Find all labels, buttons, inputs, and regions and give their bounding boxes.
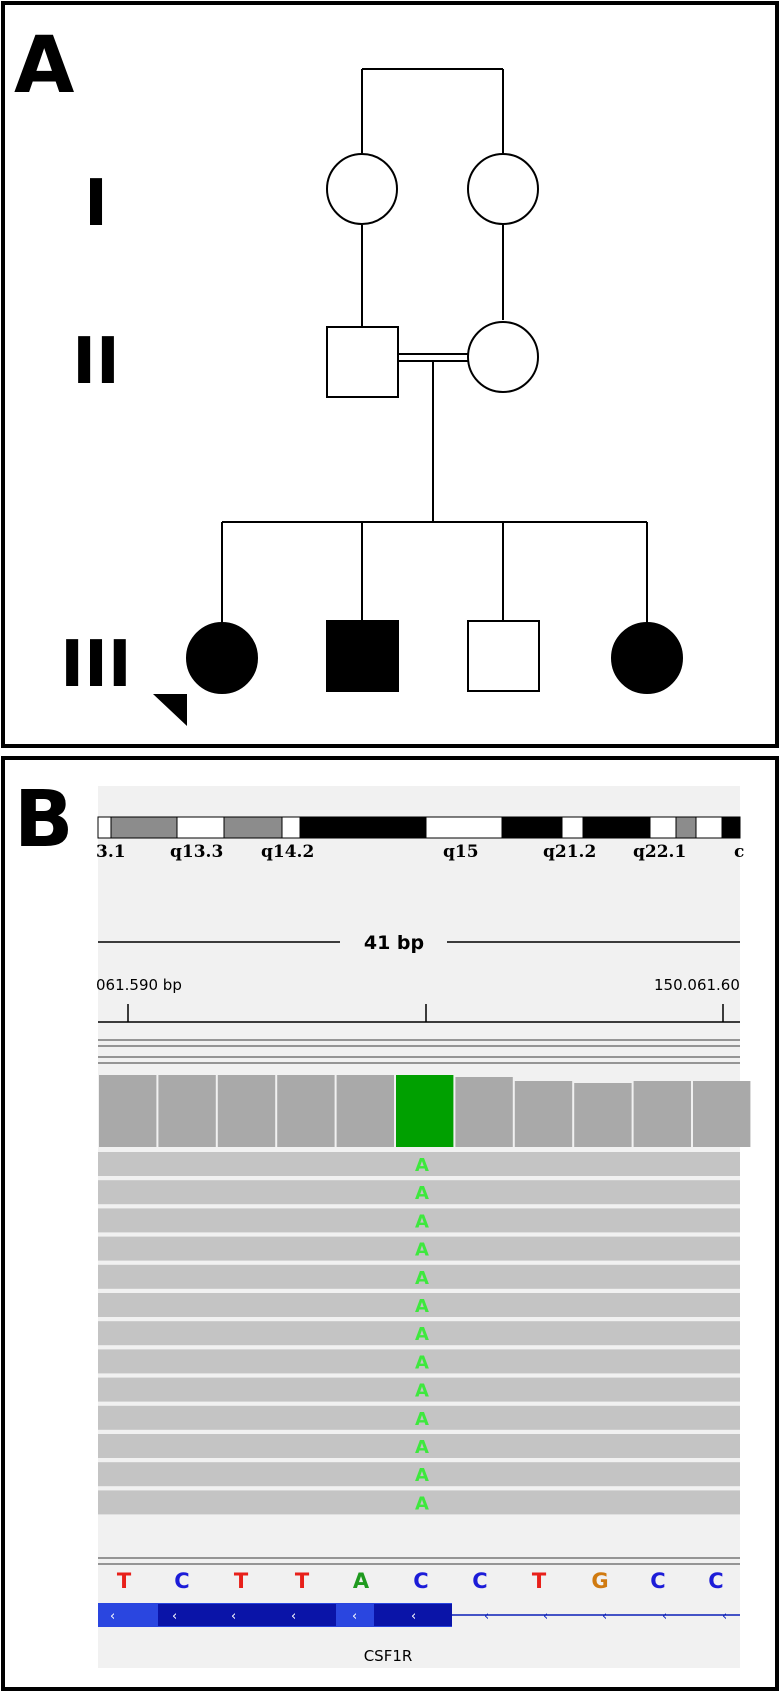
generation-1-female-left	[326, 153, 398, 225]
coverage-bar-5	[336, 1075, 394, 1147]
read-1	[98, 1152, 740, 1176]
read-variant-base-2: A	[415, 1183, 429, 1204]
sequence-separators	[98, 1557, 740, 1565]
read-variant-base-4: A	[415, 1240, 429, 1261]
coverage-bar-8	[514, 1081, 573, 1147]
reference-base-10: C	[650, 1569, 665, 1593]
read-2	[98, 1180, 740, 1205]
gene-exon-dark-1	[158, 1604, 336, 1626]
read-variant-base-3: A	[415, 1211, 429, 1232]
read-6	[98, 1293, 740, 1317]
gene-name-label: CSF1R	[364, 1647, 413, 1665]
cytoband-label-3: q15	[443, 842, 479, 862]
cytoband-label-0: 3.1	[96, 842, 126, 862]
panel-a-letter: A	[14, 21, 74, 111]
generation-2-father	[326, 326, 399, 398]
read-3	[98, 1208, 740, 1233]
strand-arrow-exon-4: ‹	[291, 1609, 296, 1624]
read-variant-base-11: A	[415, 1437, 429, 1458]
read-11	[98, 1434, 740, 1458]
strand-arrow-intron-1: ‹	[484, 1609, 489, 1624]
reference-base-5: A	[353, 1569, 370, 1593]
read-variant-base-7: A	[415, 1324, 429, 1345]
reference-base-2: C	[174, 1569, 189, 1593]
proband-arrow	[153, 694, 187, 726]
strand-arrow-intron-2: ‹	[543, 1609, 548, 1624]
read-variant-base-10: A	[415, 1409, 429, 1430]
reference-base-11: C	[708, 1569, 723, 1593]
read-variant-base-13: A	[415, 1493, 429, 1514]
reference-base-3: T	[234, 1569, 249, 1593]
strand-arrow-exon-5: ‹	[352, 1609, 357, 1624]
generation-3-affected-male	[326, 620, 399, 692]
cytoband-label-5: q22.1	[633, 842, 686, 862]
generation-2-mother	[467, 321, 539, 393]
coverage-bar-3	[217, 1075, 276, 1147]
coverage-bar-1	[99, 1075, 157, 1147]
coverage-bar-10	[633, 1081, 691, 1147]
coverage-track	[99, 1075, 751, 1147]
read-13	[98, 1490, 740, 1515]
strand-arrow-intron-3: ‹	[602, 1609, 607, 1624]
read-variant-base-1: A	[415, 1155, 429, 1176]
coverage-bar-11	[693, 1081, 751, 1147]
span-label: 41 bp	[364, 932, 424, 954]
coverage-bar-2	[158, 1075, 216, 1147]
strand-arrow-exon-2: ‹	[172, 1609, 177, 1624]
reference-base-8: T	[532, 1569, 547, 1593]
read-variant-base-8: A	[415, 1352, 429, 1373]
read-variant-base-9: A	[415, 1381, 429, 1402]
generation-1-female-right	[467, 153, 539, 225]
cytoband-label-6: c	[734, 842, 744, 862]
track-separators	[98, 1039, 740, 1064]
gene-strand-arrows: ‹ ‹ ‹ ‹ ‹ ‹ ‹ ‹ ‹ ‹ ‹	[110, 1609, 727, 1624]
read-12	[98, 1462, 740, 1487]
read-variant-base-12: A	[415, 1465, 429, 1486]
reference-base-1: T	[117, 1569, 132, 1593]
reference-base-7: C	[472, 1569, 487, 1593]
ruler-left-position: 061.590 bp	[96, 976, 182, 994]
read-variant-base-6: A	[415, 1296, 429, 1317]
cytoband-label-1: q13.3	[170, 842, 223, 862]
coverage-bar-7	[455, 1077, 513, 1147]
read-10	[98, 1405, 740, 1430]
coverage-bar-6	[396, 1075, 454, 1147]
gene-exon-dark-2	[374, 1604, 452, 1626]
strand-arrow-intron-5: ‹	[722, 1609, 727, 1624]
strand-arrow-exon-1: ‹	[110, 1609, 115, 1624]
coverage-bar-4	[277, 1075, 335, 1147]
generation-label-3: III	[60, 628, 131, 702]
ruler-axis	[98, 1004, 740, 1023]
generation-3-affected-female-proband	[186, 622, 258, 694]
reference-base-4: T	[295, 1569, 310, 1593]
strand-arrow-intron-4: ‹	[662, 1609, 667, 1624]
read-variant-base-5: A	[415, 1268, 429, 1289]
reference-base-6: C	[413, 1569, 428, 1593]
strand-arrow-exon-3: ‹	[231, 1609, 236, 1624]
strand-arrow-exon-6: ‹	[411, 1609, 416, 1624]
generation-3-unaffected-male	[467, 620, 540, 692]
read-9	[98, 1377, 740, 1402]
ruler-right-position: 150.061.60	[654, 976, 740, 994]
read-5	[98, 1264, 740, 1289]
cytoband-label-4: q21.2	[543, 842, 596, 862]
generation-label-2: II	[72, 325, 120, 399]
generation-label-1: I	[84, 167, 108, 241]
read-8	[98, 1349, 740, 1374]
read-4	[98, 1236, 740, 1261]
coverage-bar-9	[574, 1083, 632, 1147]
panel-b-letter: B	[14, 775, 73, 865]
pedigree-lines	[221, 68, 648, 624]
read-7	[98, 1321, 740, 1346]
cytoband-label-2: q14.2	[261, 842, 314, 862]
reference-base-9: G	[591, 1569, 608, 1593]
chromosome-ideogram	[97, 816, 741, 839]
generation-3-affected-female	[611, 622, 683, 694]
